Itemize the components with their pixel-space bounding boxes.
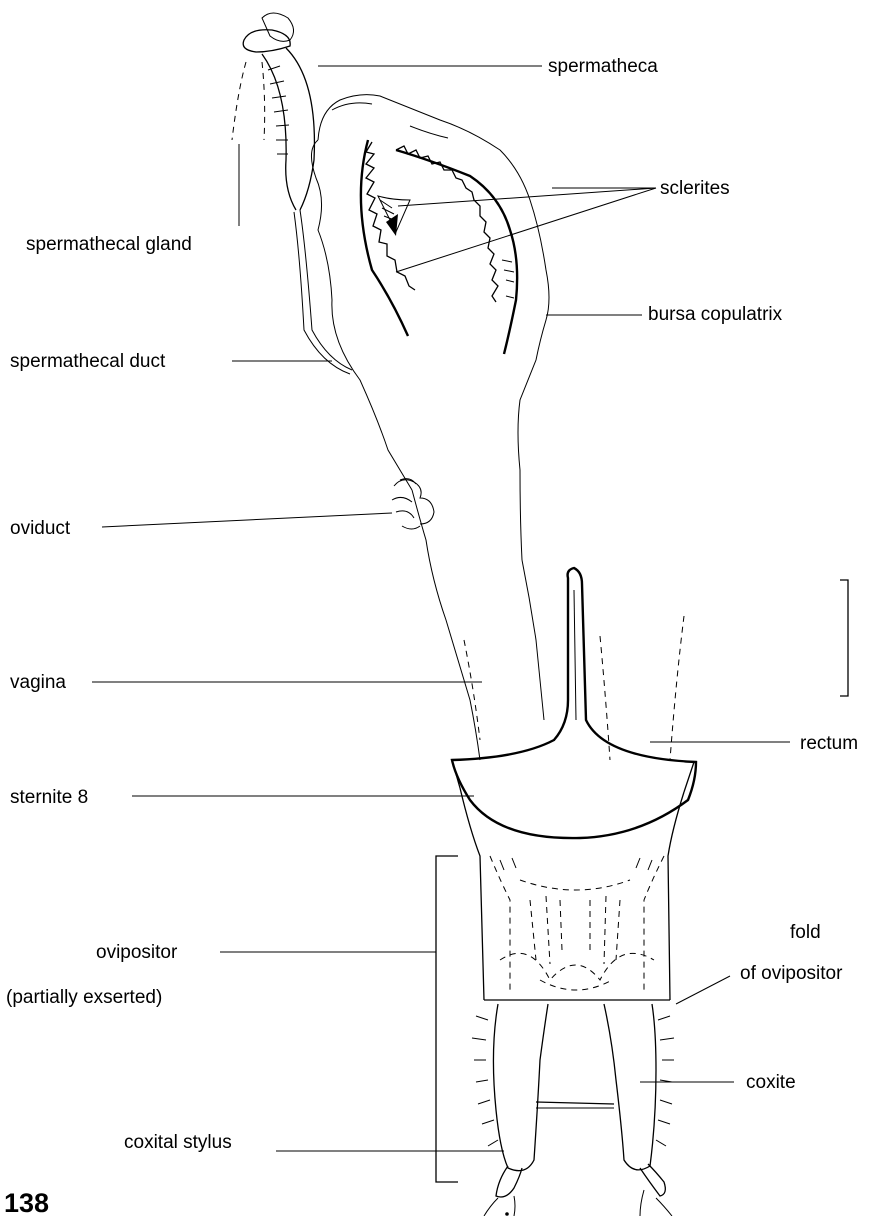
labels: spermatheca sclerites spermathecal gland… [4,56,858,1216]
leader-lines [92,66,790,1182]
sclerites-drawing [361,140,517,354]
label-fold-line1: fold [790,922,821,943]
label-sternite-8: sternite 8 [10,787,88,808]
label-coxital-stylus: coxital stylus [124,1132,232,1153]
label-sclerites: sclerites [660,178,730,199]
label-spermatheca: spermatheca [548,56,658,77]
vagina-drawing [412,490,544,760]
figure-number: 138 [4,1188,49,1216]
label-spermathecal-duct: spermathecal duct [10,351,166,372]
leader-oviduct [102,513,392,527]
coxite-drawing [472,1004,674,1171]
specimen-drawing [232,13,696,1216]
coxital-stylus-drawing [484,1164,672,1216]
leader-sclerites-3 [396,188,656,272]
label-ovipositor-note: (partially exserted) [6,987,162,1008]
label-fold-line2: of ovipositor [740,963,843,984]
rectum-drawing [600,616,684,760]
spermatheca-drawing [243,13,314,210]
sternite-8-drawing [452,568,696,838]
label-oviduct: oviduct [10,518,71,539]
spermathecal-gland-drawing [232,62,265,140]
bursa-copulatrix-drawing [311,95,549,560]
label-ovipositor: ovipositor [96,942,178,963]
ovipositor-bracket [436,856,458,1182]
leader-fold-of-ovipositor [676,976,730,1004]
label-vagina: vagina [10,672,66,693]
label-rectum: rectum [800,733,858,754]
spermathecal-duct-drawing [294,210,352,374]
label-spermathecal-gland: spermathecal gland [26,234,192,255]
label-coxite: coxite [746,1072,796,1093]
oviduct-drawing [394,480,434,529]
label-bursa-copulatrix: bursa copulatrix [648,304,783,325]
scale-bar [840,580,848,696]
